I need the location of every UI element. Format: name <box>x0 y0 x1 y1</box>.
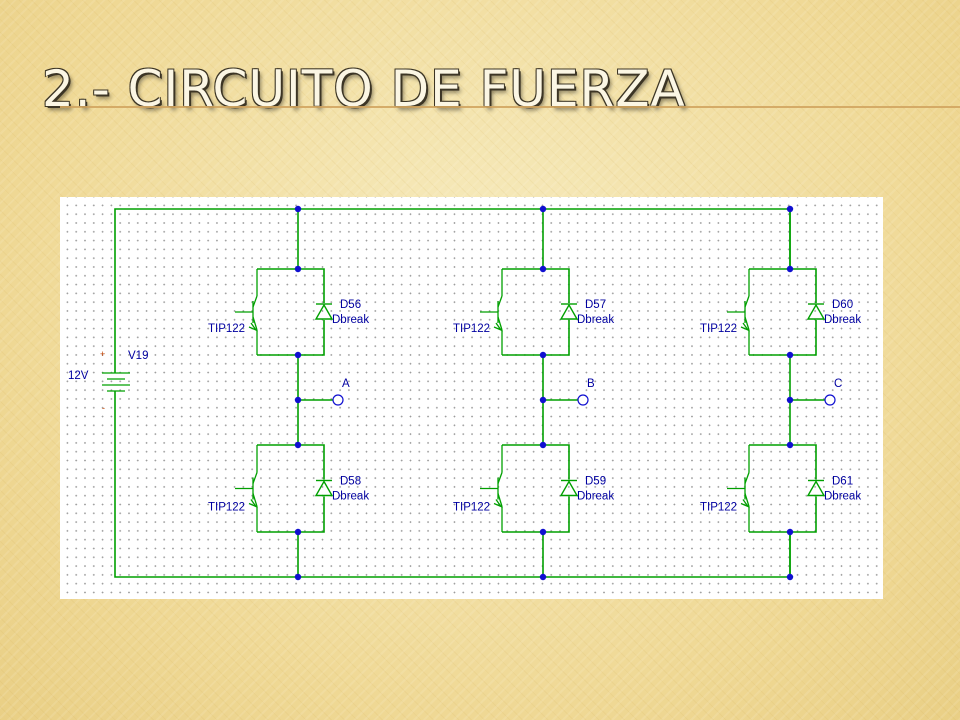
junction-dot <box>294 528 302 536</box>
junction-dot <box>294 265 302 273</box>
freewheel-diode-symbol <box>806 480 826 497</box>
freewheel-diode-symbol <box>314 303 334 320</box>
transistor-label: TIP122 <box>208 502 245 514</box>
transistor-label: TIP122 <box>208 323 245 335</box>
junction-dot <box>539 205 547 213</box>
inverter-schematic: + - V19 12V TIP122D56DbreakTIP122D58Dbre… <box>68 205 861 581</box>
junction-dot <box>539 441 547 449</box>
freewheel-diode-symbol <box>559 303 579 320</box>
diode-model-label: Dbreak <box>824 314 861 326</box>
title-underline <box>60 106 960 108</box>
junction-dot <box>539 265 547 273</box>
freewheel-diode-symbol <box>559 480 579 497</box>
source-name-label: V19 <box>128 350 148 362</box>
diode-label: D58 <box>340 476 361 488</box>
freewheel-diode-symbol <box>314 480 334 497</box>
transistor-label: TIP122 <box>453 502 490 514</box>
transistor-label: TIP122 <box>453 323 490 335</box>
transistor-label: TIP122 <box>700 323 737 335</box>
junction-dot <box>786 396 794 404</box>
output-label: A <box>342 378 350 390</box>
junction-dot <box>294 396 302 404</box>
junction-dot <box>294 573 302 581</box>
diode-model-label: Dbreak <box>332 491 369 503</box>
diode-label: D61 <box>832 476 853 488</box>
junction-dot <box>539 351 547 359</box>
junction-dot <box>294 205 302 213</box>
junction-dot <box>786 573 794 581</box>
diode-label: D59 <box>585 476 606 488</box>
output-terminal <box>577 394 589 406</box>
slide-title: 2.- CIRCUITO DE FUERZA <box>42 60 686 118</box>
junction-dot <box>786 265 794 273</box>
junction-dot <box>539 573 547 581</box>
source-voltage-label: 12V <box>68 370 89 382</box>
freewheel-diode-symbol <box>806 303 826 320</box>
junction-dot <box>294 351 302 359</box>
diode-label: D56 <box>340 299 361 311</box>
junction-dot <box>786 441 794 449</box>
junction-dot <box>786 528 794 536</box>
dc-source-v19: + - V19 12V <box>68 347 148 413</box>
junction-dot <box>539 396 547 404</box>
diode-model-label: Dbreak <box>577 491 614 503</box>
diode-label: D57 <box>585 299 606 311</box>
diode-label: D60 <box>832 299 853 311</box>
junction-dot <box>786 205 794 213</box>
source-minus-sign: - <box>102 403 105 413</box>
source-plus-sign: + <box>100 349 105 359</box>
diode-model-label: Dbreak <box>577 314 614 326</box>
junction-dot <box>786 351 794 359</box>
junction-dot <box>539 528 547 536</box>
output-terminal <box>824 394 836 406</box>
output-terminal <box>332 394 344 406</box>
transistor-label: TIP122 <box>700 502 737 514</box>
output-label: B <box>587 378 595 390</box>
diode-model-label: Dbreak <box>824 491 861 503</box>
diode-model-label: Dbreak <box>332 314 369 326</box>
output-label: C <box>834 378 842 390</box>
junction-dot <box>294 441 302 449</box>
negative-bus-wire <box>114 402 791 578</box>
